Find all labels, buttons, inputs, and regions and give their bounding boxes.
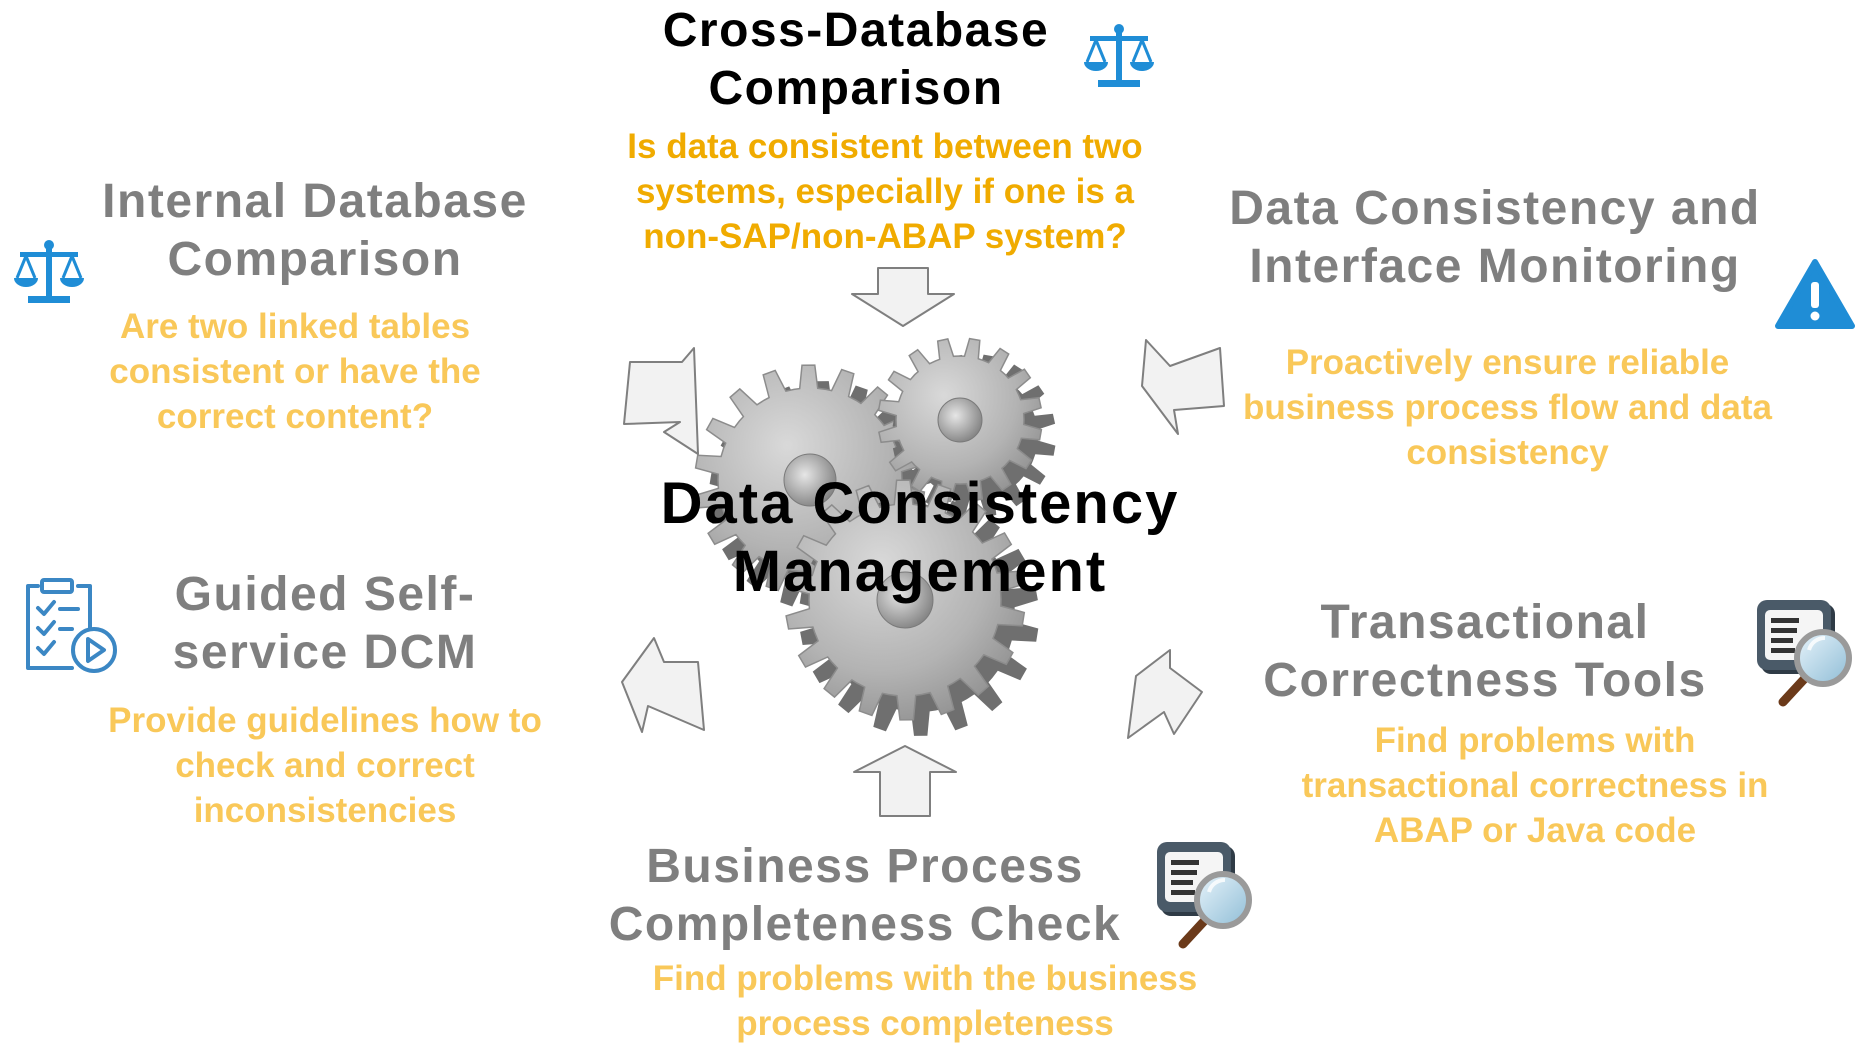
node-title-guided-self-service: Guided Self- service DCM (172, 568, 478, 679)
arrow-from-left (621, 637, 705, 733)
node-desc-cross-database: Is data consistent between two systems, … (627, 127, 1143, 256)
magnifier-document-icon (1757, 600, 1852, 707)
node-title-internal-database: Internal Database Comparison (102, 175, 528, 286)
gears-graphic (694, 337, 1056, 736)
arrow-from-right (1127, 649, 1203, 739)
gear-top-right (877, 337, 1056, 518)
magnifier-document-icon (1157, 842, 1252, 949)
node-desc-guided-self-service: Provide guidelines how to check and corr… (108, 701, 542, 830)
node-desc-bp-completeness: Find problems with the business process … (652, 959, 1198, 1043)
gear-bottom (784, 479, 1039, 736)
warning-icon (1775, 259, 1855, 329)
scales-icon (1084, 24, 1154, 87)
node-desc-internal-database: Are two linked tables consistent or have… (109, 307, 481, 436)
checklist-play-icon (26, 578, 117, 673)
arrow-from-top-left (623, 347, 699, 455)
scales-icon (14, 240, 84, 303)
arrow-from-bottom (853, 745, 957, 817)
node-title-cross-database: Cross-Database Comparison (662, 4, 1050, 115)
arrow-from-top (851, 267, 955, 327)
node-title-interface-monitoring: Data Consistency and Interface Monitorin… (1229, 182, 1761, 293)
node-title-transactional-correctness: Transactional Correctness Tools (1263, 596, 1707, 707)
node-desc-transactional-correctness: Find problems with transactional correct… (1301, 721, 1769, 850)
node-desc-interface-monitoring: Proactively ensure reliable business pro… (1242, 343, 1773, 472)
arrow-from-top-right (1141, 339, 1225, 435)
center-title: Data Consistency Management (660, 471, 1180, 604)
node-title-bp-completeness: Business Process Completeness Check (608, 840, 1122, 951)
